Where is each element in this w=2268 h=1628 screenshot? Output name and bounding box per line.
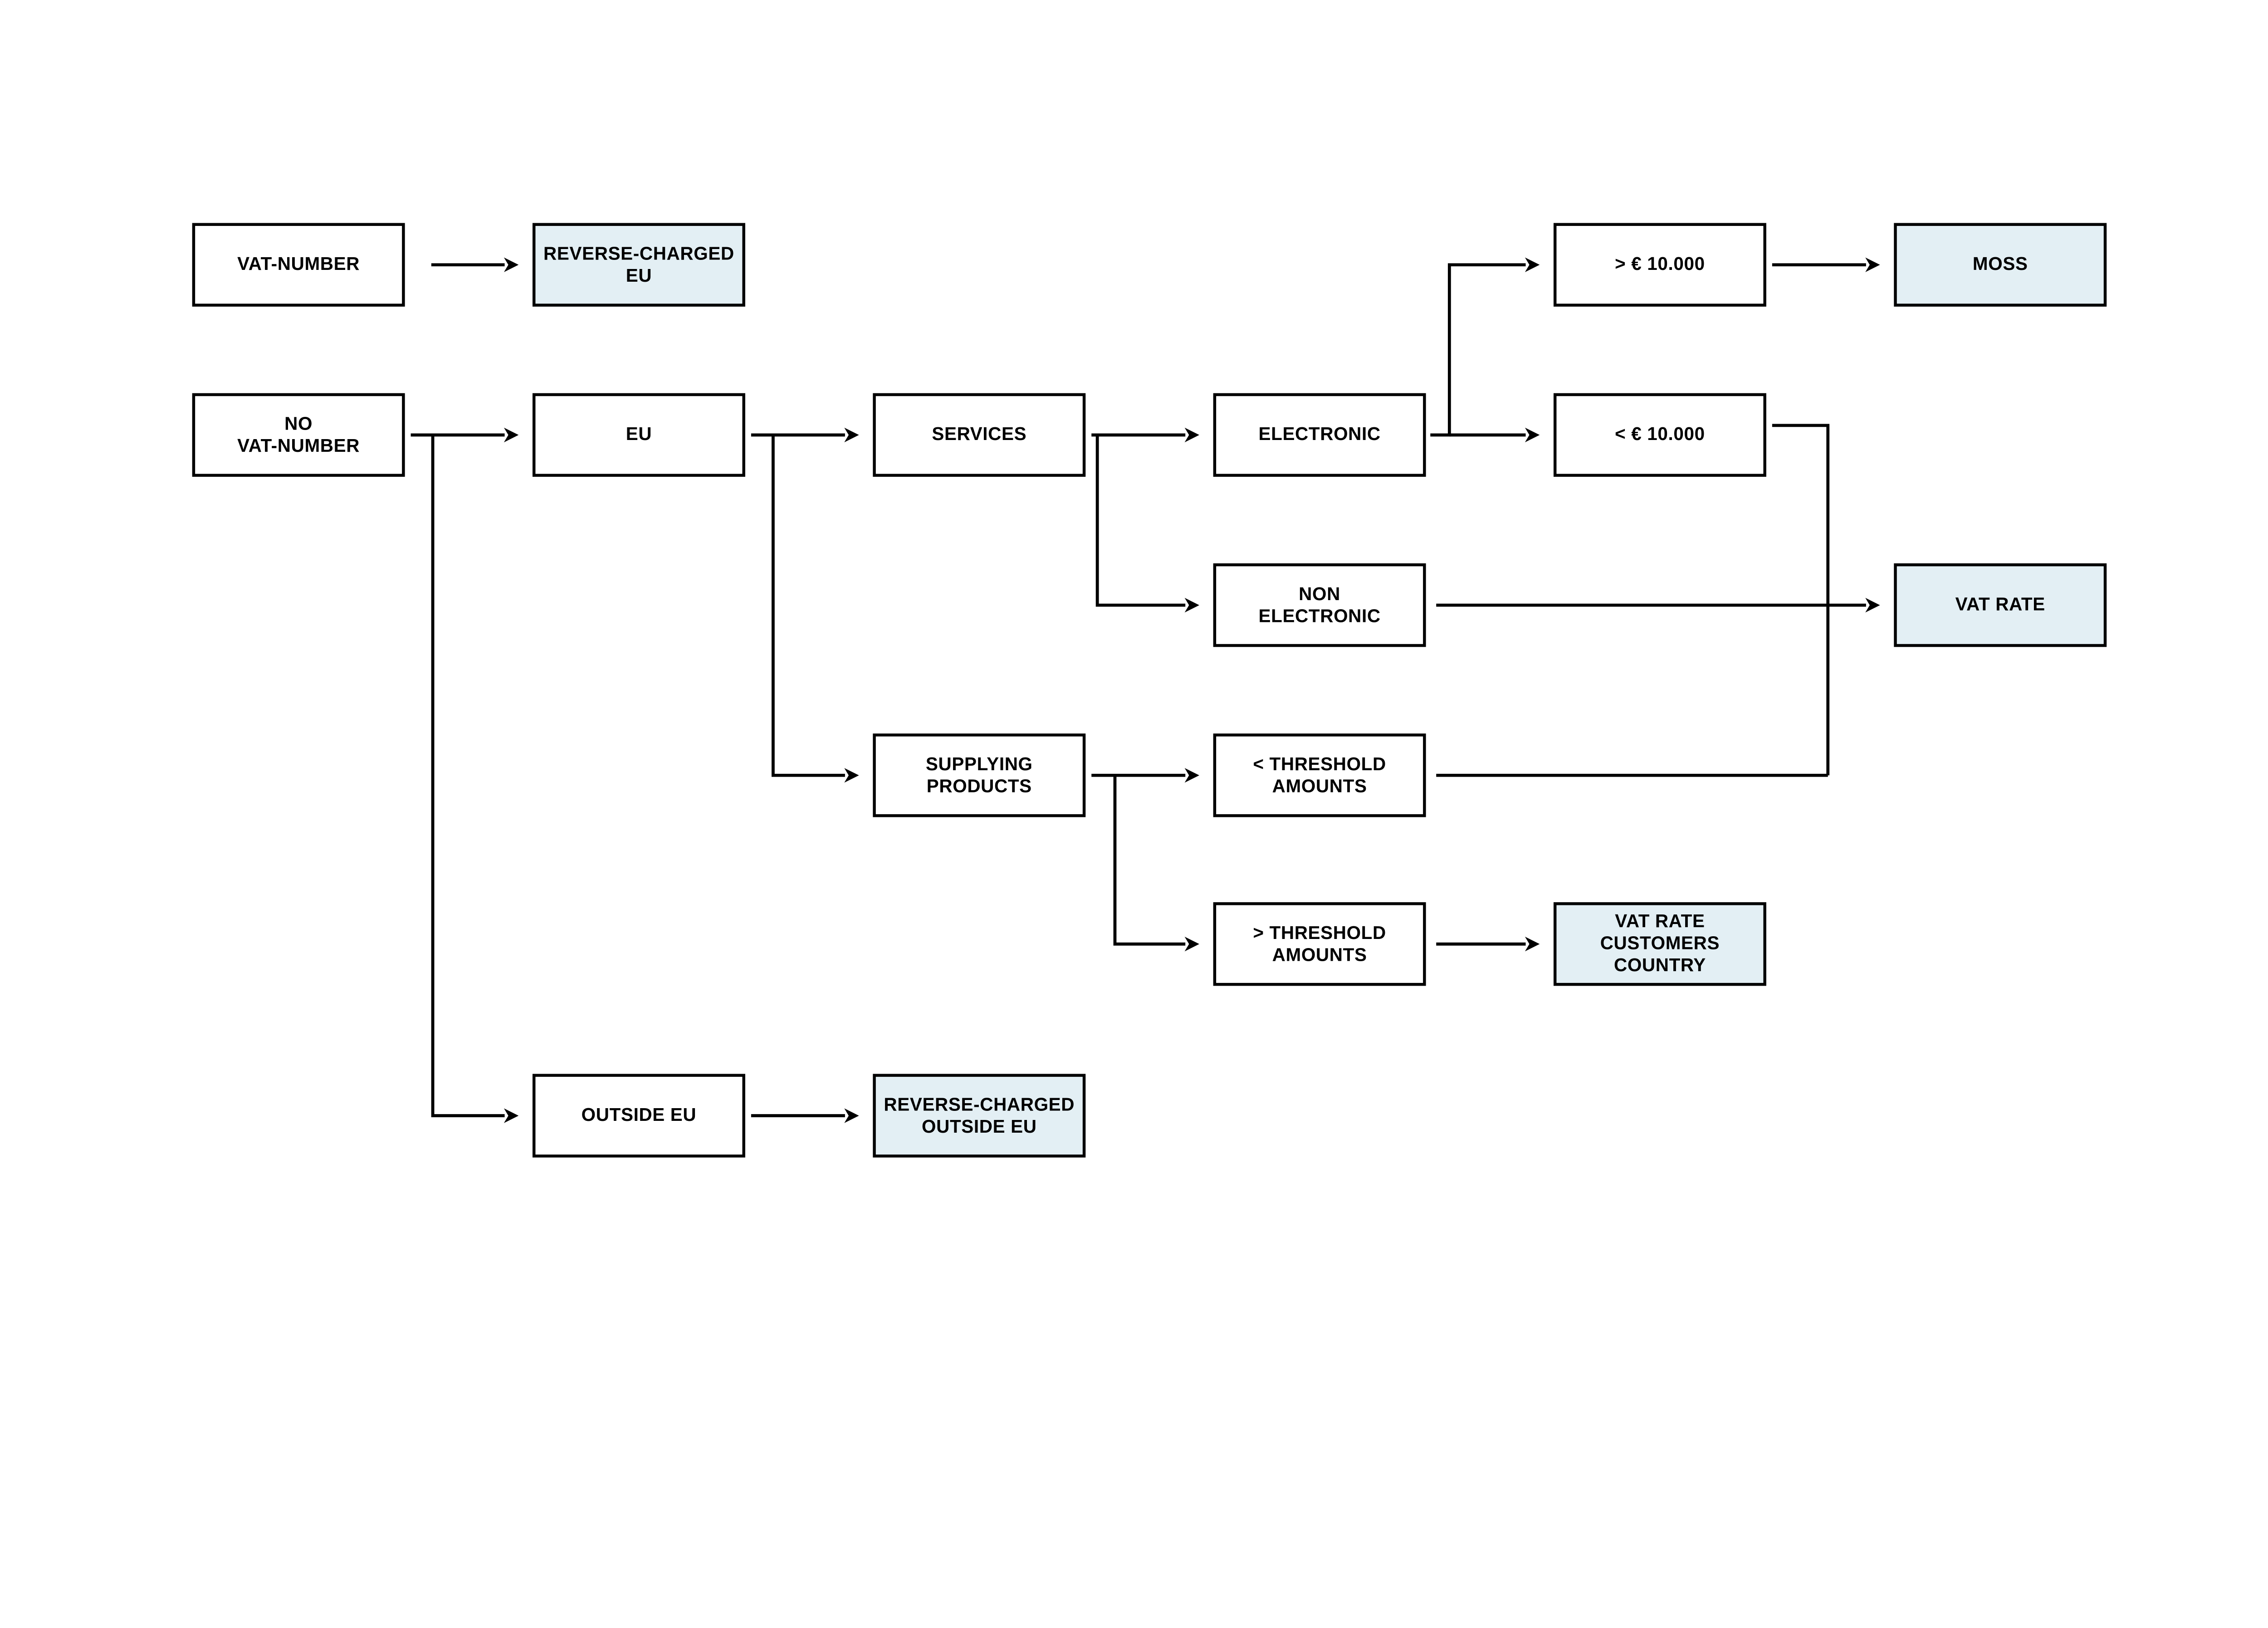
node-label: < THRESHOLD bbox=[1253, 753, 1386, 774]
node-label: AMOUNTS bbox=[1272, 775, 1367, 796]
node-label: CUSTOMERS bbox=[1600, 933, 1720, 954]
edge-no-vat-number-to-outside-eu bbox=[431, 435, 519, 1123]
node-eu: EU bbox=[532, 393, 745, 477]
node-under-10000: < € 10.000 bbox=[1553, 393, 1766, 477]
node-label: EU bbox=[626, 264, 652, 286]
edge-eu-to-supplying-products bbox=[772, 435, 859, 783]
node-vat-rate: VAT RATE bbox=[1894, 563, 2107, 647]
edge-services-to-non-electronic bbox=[1095, 435, 1199, 613]
node-over-10000: > € 10.000 bbox=[1553, 223, 1766, 307]
edge-under-10000-down-to-vat-rate-line bbox=[1772, 424, 1830, 776]
node-label: > € 10.000 bbox=[1615, 254, 1705, 274]
node-label: VAT RATE bbox=[1615, 911, 1705, 932]
node-label: OUTSIDE EU bbox=[581, 1105, 697, 1125]
node-label: SERVICES bbox=[932, 424, 1027, 445]
edge-supplying-products-to-over-threshold bbox=[1113, 775, 1199, 952]
node-label: COUNTRY bbox=[1613, 955, 1706, 976]
node-label: EU bbox=[626, 424, 652, 445]
node-outside-eu: OUTSIDE EU bbox=[532, 1074, 745, 1158]
node-label: ELECTRONIC bbox=[1258, 424, 1381, 445]
node-label: AMOUNTS bbox=[1272, 944, 1367, 965]
node-label: VAT RATE bbox=[1955, 594, 2045, 615]
node-label: REVERSE-CHARGED bbox=[543, 243, 734, 264]
node-label: NO bbox=[284, 413, 313, 434]
node-label: NON bbox=[1299, 583, 1341, 604]
node-label: REVERSE-CHARGED bbox=[884, 1094, 1075, 1115]
node-label: SUPPLYING bbox=[925, 753, 1033, 774]
node-label: ELECTRONIC bbox=[1258, 605, 1381, 626]
node-label: PRODUCTS bbox=[926, 775, 1032, 796]
node-label: VAT-NUMBER bbox=[237, 254, 360, 274]
node-label: OUTSIDE EU bbox=[922, 1115, 1037, 1136]
node-label: < € 10.000 bbox=[1615, 424, 1705, 445]
node-vat-number: VAT-NUMBER bbox=[192, 223, 405, 307]
node-electronic: ELECTRONIC bbox=[1213, 393, 1426, 477]
node-moss: MOSS bbox=[1894, 223, 2107, 307]
node-services: SERVICES bbox=[873, 393, 1086, 477]
edge-electronic-to-over-10000 bbox=[1430, 257, 1540, 437]
edge-group bbox=[411, 257, 1880, 1123]
node-label: MOSS bbox=[1972, 254, 2028, 274]
node-label: > THRESHOLD bbox=[1253, 922, 1386, 943]
node-label: VAT-NUMBER bbox=[237, 435, 360, 456]
